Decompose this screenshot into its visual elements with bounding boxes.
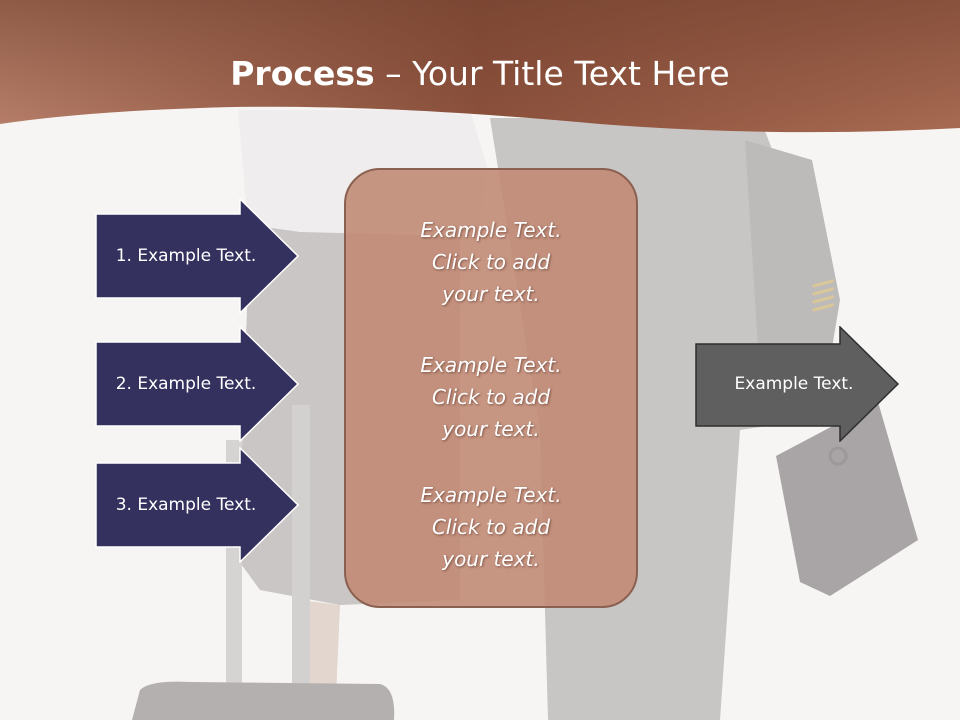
step-3-label: 3. Example Text. (115, 495, 257, 515)
center-block-3: Example Text. Click to add your text. (346, 479, 636, 575)
output-label: Example Text. (734, 374, 854, 394)
title-text: Your Title Text Here (412, 54, 730, 93)
center-block-1-line-1: Example Text. (420, 218, 562, 242)
step-arrow-3[interactable]: 3. Example Text. (95, 447, 300, 563)
center-block-1: Example Text. Click to add your text. (346, 214, 636, 310)
center-block-1-line-2: Click to add (431, 250, 551, 274)
center-block-1-line-3: your text. (442, 282, 540, 306)
center-block-3-line-3: your text. (442, 547, 540, 571)
step-arrow-1-shape (95, 198, 300, 314)
output-arrow-shape (695, 326, 900, 442)
center-block-3-line-2: Click to add (431, 515, 551, 539)
title-dash: – (374, 54, 413, 93)
step-1-label: 1. Example Text. (115, 246, 257, 266)
output-arrow[interactable]: Example Text. (695, 326, 900, 442)
step-arrow-3-shape (95, 447, 300, 563)
center-text-box[interactable]: Example Text. Click to add your text. Ex… (344, 168, 638, 608)
center-block-2: Example Text. Click to add your text. (346, 349, 636, 445)
slide-title[interactable]: Process – Your Title Text Here (0, 52, 960, 96)
title-strong: Process (230, 54, 375, 93)
step-arrow-2[interactable]: 2. Example Text. (95, 326, 300, 442)
step-2-label: 2. Example Text. (115, 374, 257, 394)
step-arrow-1[interactable]: 1. Example Text. (95, 198, 300, 314)
center-block-2-line-1: Example Text. (420, 353, 562, 377)
center-block-3-line-1: Example Text. (420, 483, 562, 507)
center-block-2-line-2: Click to add (431, 385, 551, 409)
center-block-2-line-3: your text. (442, 417, 540, 441)
step-arrow-2-shape (95, 326, 300, 442)
